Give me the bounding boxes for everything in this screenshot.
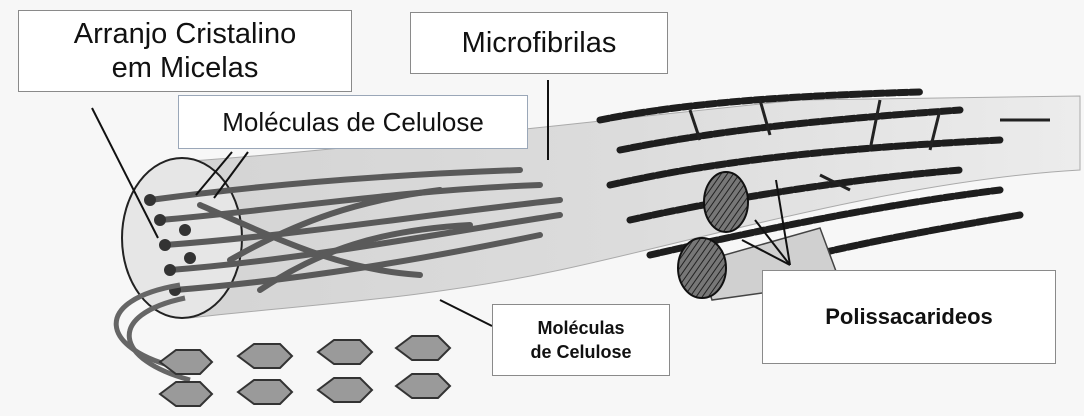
- label-moleculas-celulose-top: Moléculas de Celulose: [178, 95, 528, 149]
- hatched-fiber-end-1: [704, 172, 748, 232]
- label-moleculas-bottom-line2: de Celulose: [493, 340, 669, 364]
- label-moleculas-celulose-bottom: Moléculas de Celulose: [492, 304, 670, 376]
- hatched-fiber-end-2: [678, 238, 726, 298]
- label-microfibrilas: Microfibrilas: [410, 12, 668, 74]
- label-polissacarideos: Polissacarideos: [762, 270, 1056, 364]
- label-arranjo-line1: Arranjo Cristalino: [19, 17, 351, 51]
- label-moleculas-bottom-line1: Moléculas: [493, 316, 669, 340]
- label-arranjo-line2: em Micelas: [19, 51, 351, 85]
- cellulose-hexagon-chain: [160, 336, 450, 406]
- label-arranjo-cristalino: Arranjo Cristalino em Micelas: [18, 10, 352, 92]
